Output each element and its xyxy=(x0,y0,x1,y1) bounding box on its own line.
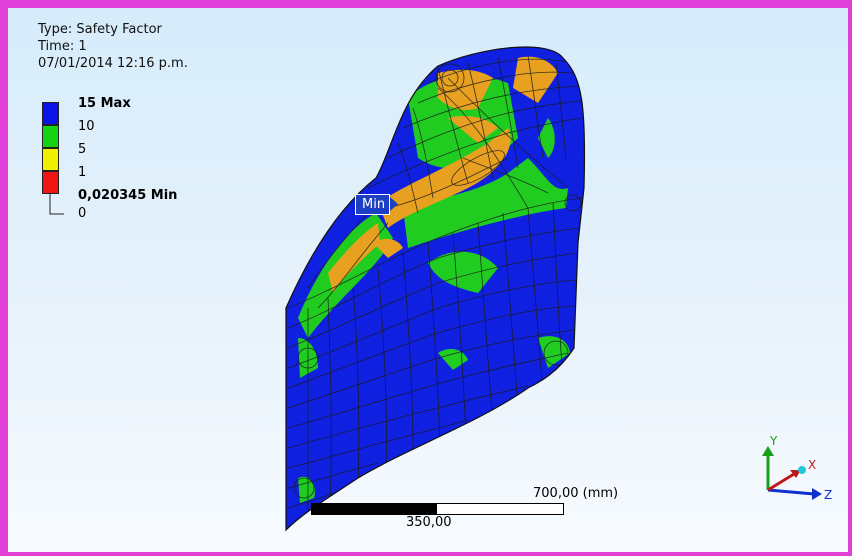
legend-band-1 xyxy=(42,171,59,194)
scale-half-label: 350,00 xyxy=(406,515,452,530)
legend-label-max: 15 Max xyxy=(78,96,131,111)
min-probe-label[interactable]: Min xyxy=(355,194,399,215)
legend-band-5 xyxy=(42,148,59,171)
result-type-text: Type: Safety Factor xyxy=(38,22,162,37)
legend-zero-bracket xyxy=(49,194,64,215)
safety-factor-contour-model[interactable] xyxy=(8,8,848,552)
legend-label-min: 0,020345 Min xyxy=(78,188,178,203)
axis-z-label: Z xyxy=(824,488,833,502)
scale-total-label: 700,00 (mm) xyxy=(533,486,619,501)
legend-label-10: 10 xyxy=(78,119,95,134)
axis-y-label: Y xyxy=(770,434,778,448)
legend-band-10 xyxy=(42,125,59,148)
scale-bar-black-segment xyxy=(311,503,437,515)
graphics-viewport[interactable]: Type: Safety Factor Time: 1 07/01/2014 1… xyxy=(6,6,850,554)
legend-label-5: 5 xyxy=(78,142,87,157)
axis-x-label: X xyxy=(808,458,817,472)
legend-label-zero: 0 xyxy=(78,206,87,221)
triad-arrows-icon xyxy=(762,446,822,500)
result-date-text: 07/01/2014 12:16 p.m. xyxy=(38,56,188,71)
result-time-text: Time: 1 xyxy=(38,39,87,54)
axis-triad[interactable]: Y X Z xyxy=(756,428,836,508)
legend-band-max xyxy=(42,102,59,125)
legend-label-1: 1 xyxy=(78,165,87,180)
scale-bar-white-segment xyxy=(436,503,564,515)
